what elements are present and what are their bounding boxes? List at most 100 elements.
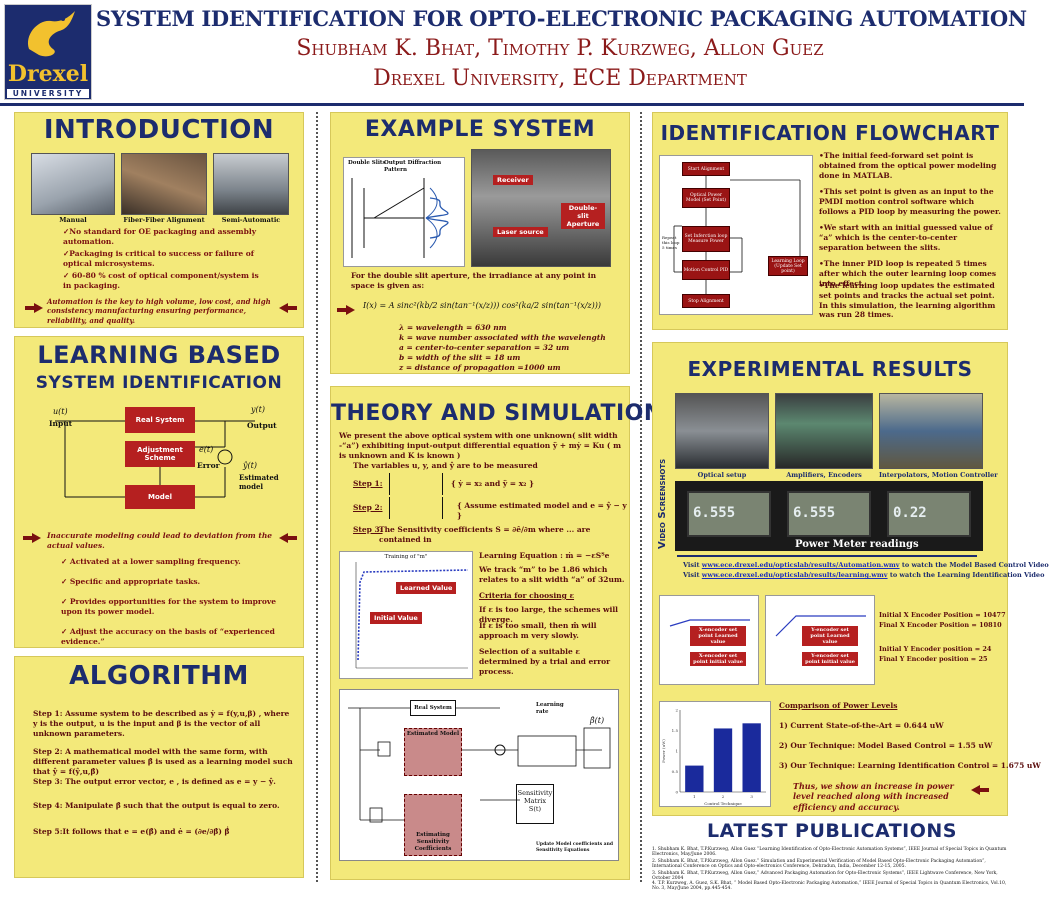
yenc-learned: Y-encoder set point Learned value [802,626,858,646]
chart-x-tick-label: 3 [750,794,753,799]
theory-intro: We present the above optical system with… [339,431,622,460]
visit-line-1: Visit www.ece.drexel.edu/opticslab/resul… [683,561,1049,569]
diag-estimating-sensitivity: Estimating Sensitivity Coefficients [404,794,462,856]
yenc-initial: Y-encoder set point initial value [802,652,858,666]
fc-start: Start Alignment [682,162,730,176]
diag-learning-rate: Learning rate [536,702,564,715]
diag-real-system: Real System [410,700,456,716]
meter-2: 6.555 [787,491,871,537]
learned-value-label: Learned Value [396,582,457,594]
diag-estimated-model: Estimated Model [404,728,462,776]
criteria-1: If ε is too large, the schemes will dive… [479,605,619,624]
fc-pid: Motion Control PID [682,260,730,280]
u-label: u(t) [53,407,68,416]
criteria-title: Criteria for choosing ε [479,591,575,600]
criteria-3: Selection of a suitable ε determined by … [479,647,611,676]
intro-title: INTRODUCTION [43,115,275,145]
caption-semi: Semi-Automatic [221,216,281,224]
intro-panel: INTRODUCTION Manual Fiber-Fiber Alignmen… [14,112,304,328]
model-box: Model [125,485,195,509]
plot-title: Training of "m" [384,554,428,560]
diag-est-sens-label: Estimating Sensitivity Coefficients [414,832,452,853]
initial-value-label: Initial Value [370,612,422,624]
fc-measure: Set Inferction loop Measure Power [682,226,730,252]
photo-manual [31,153,115,215]
label-aperture: Double-slit Aperture [561,203,605,229]
theory-step2-text: { Assume estimated model and e = ŷ − y } [457,501,627,520]
learning-bullet: ✓ Provides opportunities for the system … [61,597,276,616]
comp-3: 3) Our Technique: Learning Identificatio… [779,761,1041,770]
photo-amplifiers [775,393,873,469]
poster-affiliation: Drexel University, ECE Department [373,66,747,91]
algo-step-1: Step 1: Assume system to be described as… [33,709,290,738]
encoder-y-curve [775,615,866,637]
arrow-right-icon [25,303,43,313]
experimental-panel: EXPERIMENTAL RESULTS Video Screenshots O… [652,342,1049,816]
learning-equation: Learning Equation : ṁ = −εSᵀe [479,551,610,560]
example-equation: I(x) = A sinc²(kb/2 sin(tan⁻¹(x/z))) cos… [363,301,601,310]
learning-bullet: ✓ Activated at a lower sampling frequenc… [61,557,241,566]
video-link-automation[interactable]: www.ece.drexel.edu/opticslab/results/Aut… [701,561,900,569]
training-curve [355,562,469,669]
visit2-post: to watch the Learning Identification Vid… [887,571,1045,579]
fc-repeat: Repeat this loop 5 times [662,235,680,250]
flow-bullet: •The initial feed-forward set point is o… [819,151,997,180]
video-link-learning[interactable]: www.ece.drexel.edu/opticslab/results/lea… [701,571,888,579]
flow-bullet: •This set point is given as an input to … [819,187,1001,216]
intro-bullet: ✓No standard for OE packaging and assemb… [63,227,257,246]
adjustment-box: Adjustment Scheme [125,441,195,467]
arrow-left-icon [971,785,989,795]
meter-value: 6.555 [793,505,836,521]
fc-model: Optical Power Model (Set Point) [682,188,730,208]
header-divider [0,103,1024,106]
error-label: Error [197,461,220,470]
final-y: Final Y Encoder position = 25 [879,655,988,663]
chart-bar [685,765,704,792]
learning-bullet: ✓ Specific and appropriate tasks. [61,577,201,586]
publications-title: LATEST PUBLICATIONS [707,820,957,842]
logo-sub: UNIVERSITY [7,89,89,98]
input-label: Input [49,419,73,428]
publication-item: 2. Shubham K. Bhat, T.P.Kurzweg, Allon G… [652,859,986,870]
chart-x-tick-label: 1 [693,794,696,799]
example-param: λ = wavelength = 630 nm [399,323,507,332]
comp-title: Comparison of Power Levels [779,701,898,710]
algo-step-3: Step 3: The output error vector, e , is … [33,777,276,786]
diag-est-label: Estimated Model [406,731,460,737]
example-panel: EXAMPLE SYSTEM Double Slits Output Diffr… [330,112,630,374]
publication-item: 1. Shubham K. Bhat, T.P.Kurzweg, Allon G… [652,847,1007,858]
criteria-2: If ε is too small, then m̂ will approach… [479,621,597,640]
example-param: z = distance of propagation =1000 um [399,363,561,372]
output-label: Output [247,421,277,430]
theory-step2: Step 2: [353,503,383,512]
diag-sensitivity-matrix: Sensitivity Matrix S(t) [516,784,554,824]
theory-step3: Step 3: [353,525,383,534]
arrow-right-icon [23,533,41,543]
comp-1: 1) Current State-of-the-Art = 0.644 uW [779,721,944,730]
algo-step-2: Step 2: A mathematical model with the sa… [33,747,293,776]
example-param: k = wave number associated with the wave… [399,333,606,342]
theory-step1-eq: { ẏ = x₂ and ÿ = x₂ } [451,479,534,488]
logo-word: Drexel [7,61,89,87]
arrow-left-icon [279,533,297,543]
fc-learning: Learning Loop (Update Set point) [768,256,808,276]
header: Drexel UNIVERSITY SYSTEM IDENTIFICATION … [0,0,1027,104]
encoder-plot-x: X-encoder set point Learned value X-enco… [659,595,759,685]
caption-interpolators: Interpolators, Motion Controller [879,471,998,479]
comp-2: 2) Our Technique: Model Based Control = … [779,741,993,750]
theory-step1: Step 1: [353,479,383,488]
conclusion: Thus, we show an increase in power level… [793,781,954,812]
example-param: a = center-to-center separation = 32 um [399,343,570,352]
caption-amplifiers: Amplifiers, Encoders [786,471,862,479]
final-x: Final X Encoder Position = 10810 [879,621,1002,629]
visit2-pre: Visit [683,571,702,579]
drexel-logo: Drexel UNIVERSITY [4,4,92,100]
example-param: b = width of the slit = 18 um [399,353,521,362]
intro-bullet: ✓Packaging is critical to success or fai… [63,249,254,268]
caption-optical: Optical setup [697,471,747,479]
chart-y-tick-label: 1.5 [672,728,679,733]
yhat-label: ŷ(t) [243,461,257,470]
meter-value: 6.555 [693,505,736,521]
